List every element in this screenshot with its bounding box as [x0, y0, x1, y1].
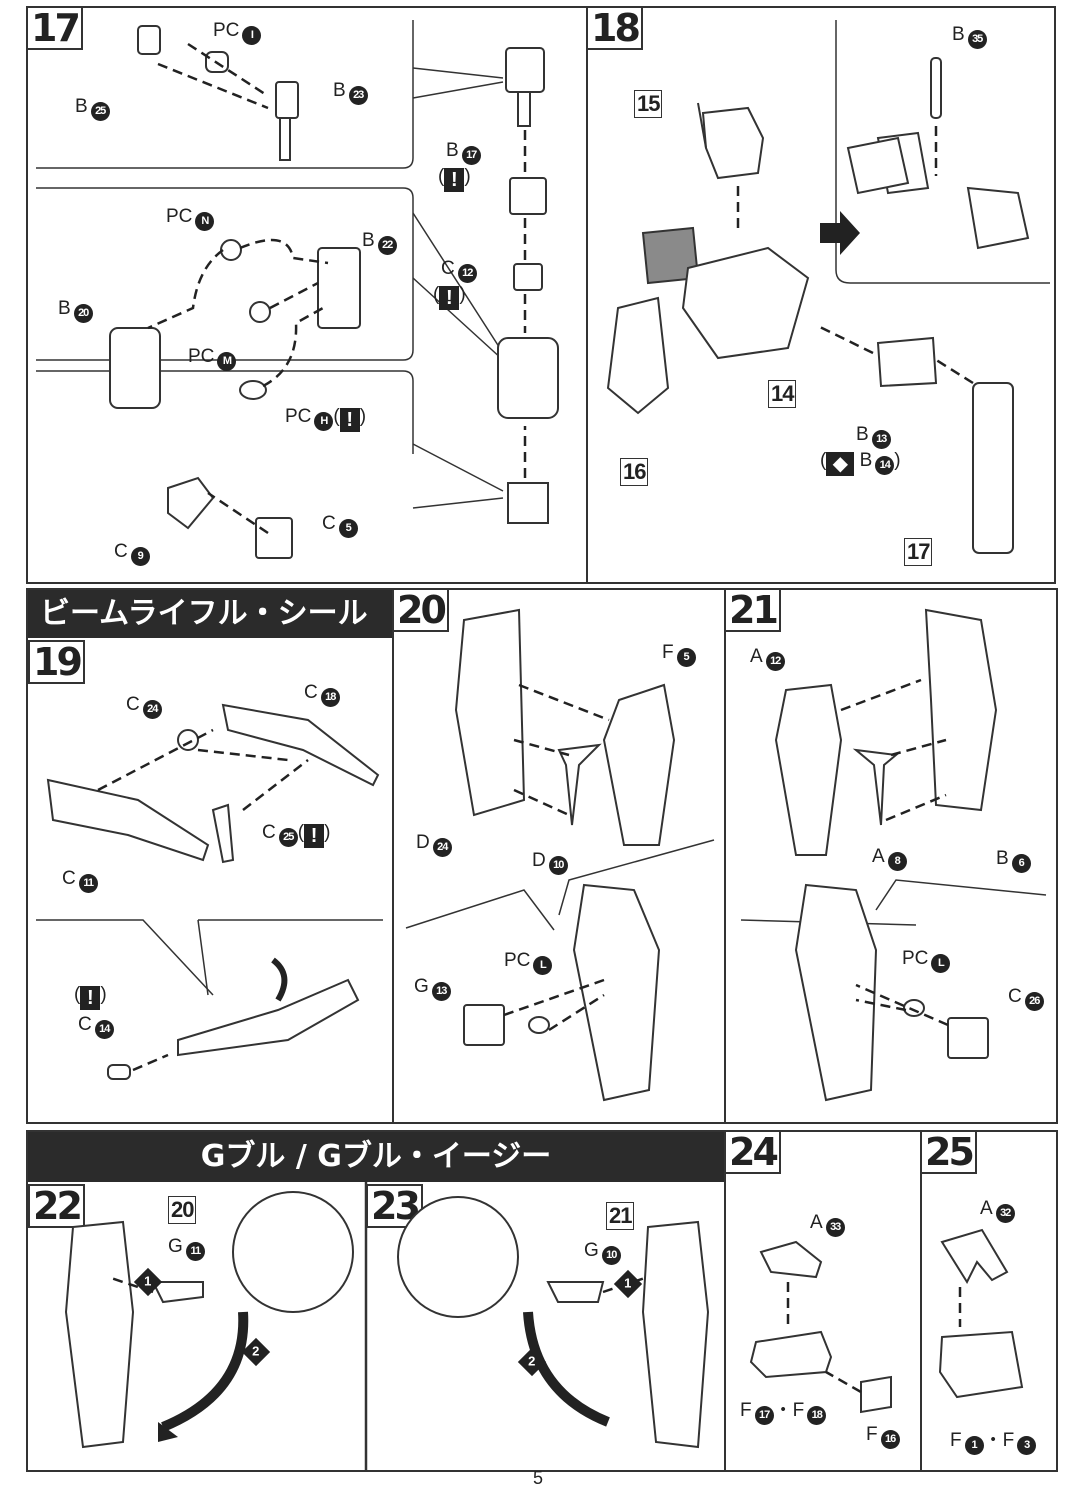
step-17-panel: 17: [26, 6, 588, 584]
page-number: 5: [532, 1468, 543, 1488]
warning-icon: !: [339, 408, 360, 432]
step-17-diagram: [36, 20, 559, 559]
step-number: 21: [726, 590, 781, 632]
step-number: 20: [394, 590, 449, 632]
step-19-diagram: [36, 703, 383, 1080]
warning-c12: (!): [433, 284, 466, 310]
order-marker-2: 2: [241, 1337, 271, 1367]
ref-box-14: 14: [768, 380, 797, 408]
step-number: 19: [28, 640, 85, 684]
ref-box-15: 15: [634, 90, 663, 118]
section-banner-g-bull: Gブル / Gブル・イージー: [28, 1132, 724, 1182]
section-banner-beam-rifle-shield: ビームライフル・シールド: [28, 590, 392, 679]
step-19-panel: ビームライフル・シールド 19 C24 C18 C25(!) C11 (!) C…: [26, 588, 394, 1124]
step-number: 24: [726, 1132, 781, 1174]
ref-box-20: 20: [168, 1196, 197, 1224]
step-20-diagram: [405, 608, 715, 1102]
step-number: 25: [922, 1132, 977, 1174]
warning-icon: !: [80, 986, 101, 1010]
step-18-diagram: [606, 20, 1050, 554]
swap-icon: ◆: [826, 452, 855, 476]
step-number: 17: [28, 8, 83, 50]
step-number-22: 22: [28, 1184, 85, 1228]
warning-icon: !: [444, 168, 465, 192]
ref-box-17: 17: [904, 538, 933, 566]
step-25-diagram: [938, 1228, 1024, 1399]
order-marker-1: 1: [133, 1267, 163, 1297]
step-21-diagram: [740, 608, 1047, 1102]
ref-box-21: 21: [606, 1202, 635, 1230]
order-marker-1: 1: [613, 1269, 643, 1299]
step-22-23-diagram: [64, 1182, 710, 1472]
step-number: 18: [588, 8, 643, 50]
order-marker-2: 2: [517, 1347, 547, 1377]
ref-box-16: 16: [620, 458, 649, 486]
step-24-diagram: [749, 1240, 892, 1414]
warning-icon: !: [304, 824, 325, 848]
warning-b17: (!): [438, 166, 471, 192]
warning-c14: (!): [74, 984, 107, 1010]
warning-icon: !: [439, 286, 460, 310]
